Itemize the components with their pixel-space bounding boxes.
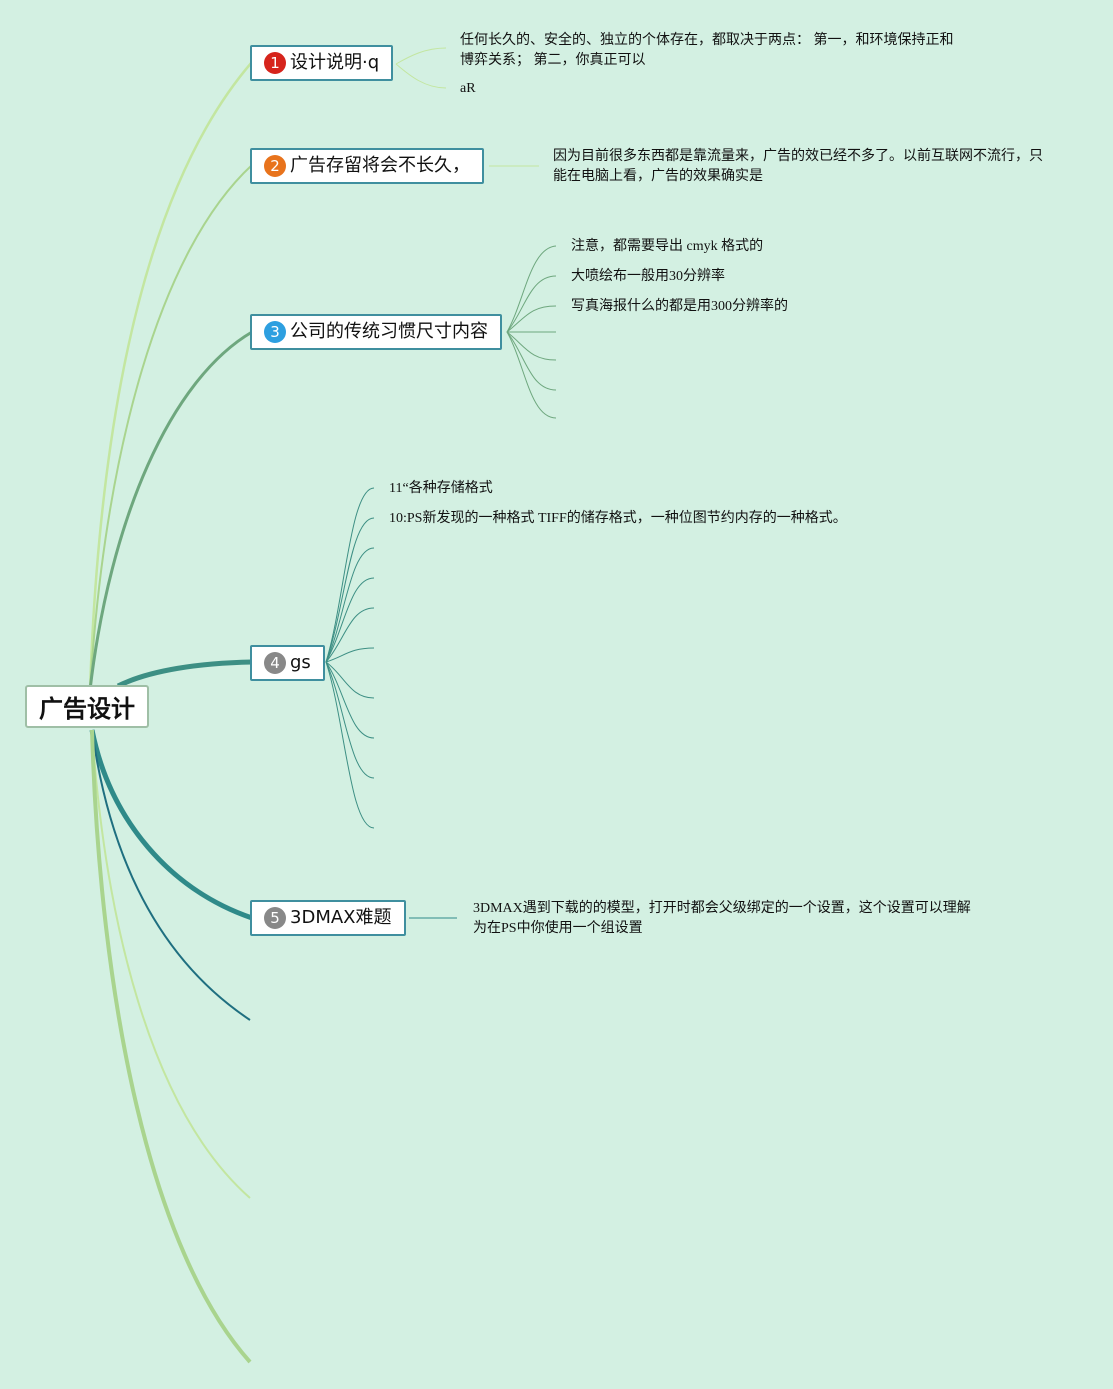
branch-line-4 [116,659,253,689]
sub-line [325,577,375,663]
topic-2[interactable]: 2 广告存留将会不长久， [250,148,484,184]
note-line: 为在PS中你使用一个组设置 [473,921,643,936]
topic-4-note-1[interactable]: 11“各种存储格式 [389,479,493,499]
branch-line-8 [90,729,252,1364]
sub-line [325,487,375,663]
topic-3-label: 公司的传统习惯尺寸内容 [290,321,488,342]
priority-5-icon: 5 [264,907,286,929]
priority-1-icon: 1 [264,52,286,74]
topic-4[interactable]: 4 gs [250,645,325,681]
topic-1-label: 设计说明·q [290,52,380,73]
topic-3-note-1[interactable]: 注意，都需要导出 cmyk 格式的 [571,237,763,257]
sub-line [325,607,375,663]
sub-line [506,245,557,333]
sub-line [325,661,375,699]
branch-line-7 [91,729,251,1199]
sub-line [506,331,557,419]
sub-line [506,305,557,333]
branch-line-1 [88,61,253,691]
topic-5[interactable]: 5 3DMAX难题 [250,900,406,936]
sub-line [325,661,375,739]
sub-line [325,517,375,663]
topic-4-note-2[interactable]: 10:PS新发现的一种格式 TIFF的储存格式，一种位图节约内存的一种格式。 [389,509,847,529]
note-line: 注意，都需要导出 cmyk 格式的 [571,239,764,254]
note-line: 10:PS新发现的一种格式 TIFF的储存格式，一种位图节约内存的一种格式。 [389,511,847,526]
branch-line-5 [89,729,253,921]
note-line: 3DMAX遇到下载的的模型，打开时都会父级绑定的一个设置，这个设置可以理解 [473,901,971,916]
note-line: 博弈关系； 第二，你真正可以 [460,53,646,68]
sub-line [506,331,557,391]
topic-4-label: gs [290,652,311,673]
root-topic-label: 广告设计 [39,695,135,723]
topic-5-label: 3DMAX难题 [290,907,392,928]
sub-line [325,661,375,779]
sub-line [395,47,447,65]
sub-line [325,647,375,663]
sub-line [325,661,375,829]
note-line: 写真海报什么的都是用300分辨率的 [571,299,788,314]
topic-2-label: 广告存留将会不长久， [290,155,470,176]
note-line: 大喷绘布一般用30分辨率 [571,269,725,284]
sub-line [325,547,375,663]
topic-3-note-3[interactable]: 写真海报什么的都是用300分辨率的 [571,297,788,317]
note-line: 因为目前很多东西都是靠流量来，广告的效已经不多了。以前互联网不流行，只 [553,149,1043,164]
note-line: 能在电脑上看，广告的效果确实是 [553,169,763,184]
priority-3-icon: 3 [264,321,286,343]
topic-1-note-2[interactable]: aR [460,79,476,99]
priority-2-icon: 2 [264,155,286,177]
note-line: 11“各种存储格式 [389,481,493,496]
topic-2-note-1[interactable]: 因为目前很多东西都是靠流量来，广告的效已经不多了。以前互联网不流行，只 能在电脑… [553,147,1043,187]
topic-1-note-1[interactable]: 任何长久的、安全的、独立的个体存在，都取决于两点： 第一，和环境保持正和 博弈关… [460,31,954,71]
sub-line [506,331,557,361]
sub-line [506,275,557,333]
priority-4-icon: 4 [264,652,286,674]
topic-5-note-1[interactable]: 3DMAX遇到下载的的模型，打开时都会父级绑定的一个设置，这个设置可以理解 为在… [473,899,971,939]
branch-line-2 [89,164,253,691]
sub-line [395,63,447,89]
topic-1[interactable]: 1 设计说明·q [250,45,394,81]
branch-line-6 [91,729,251,1021]
root-topic[interactable]: 广告设计 [25,685,149,728]
note-line: 任何长久的、安全的、独立的个体存在，都取决于两点： 第一，和环境保持正和 [460,33,954,48]
topic-3[interactable]: 3 公司的传统习惯尺寸内容 [250,314,502,350]
topic-3-note-2[interactable]: 大喷绘布一般用30分辨率 [571,267,725,287]
branch-line-3 [88,330,253,691]
note-line: aR [460,81,476,96]
